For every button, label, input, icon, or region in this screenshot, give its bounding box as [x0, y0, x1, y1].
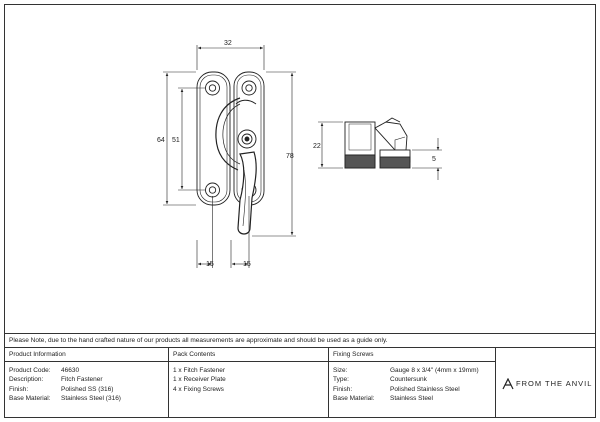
pack-item: 1 x Receiver Plate	[173, 376, 226, 384]
product-information-panel: Product Information Product Code:46630 D…	[5, 347, 169, 418]
panel-title: Fixing Screws	[329, 348, 495, 362]
screw-row: Type:Countersunk	[333, 376, 427, 384]
brand-name: FROM THE ANVIL	[516, 379, 593, 388]
lever-handle	[237, 151, 257, 235]
dimension-labels: 32 64 51 78 15 15 22 5	[157, 40, 436, 268]
fastener-front-view	[196, 71, 265, 235]
anvil-a-logo-icon	[502, 378, 514, 390]
screw-hole-top-right-icon	[241, 80, 257, 96]
dim-width-label: 32	[224, 40, 232, 47]
info-row: Finish:Polished SS (316)	[9, 385, 114, 393]
cam-hook	[215, 97, 241, 171]
fixing-screws-panel: Fixing Screws Size:Gauge 8 x 3/4" (4mm x…	[329, 347, 496, 418]
dim-length-label: 78	[286, 153, 294, 160]
dim-side-small-label: 5	[432, 156, 436, 163]
brand-block: FROM THE ANVIL	[496, 347, 596, 418]
info-row: Description:Fitch Fastener	[9, 376, 103, 384]
panel-title: Product Information	[5, 348, 168, 362]
screw-row: Finish:Polished Stainless Steel	[333, 385, 460, 393]
drawing-sheet-border	[4, 4, 596, 418]
disclaimer-note: Please Note, due to the hand crafted nat…	[5, 333, 595, 347]
dim-height-inner-label: 51	[172, 137, 180, 144]
dimension-lines	[163, 45, 442, 268]
pack-item: 1 x Fitch Fastener	[173, 367, 226, 374]
fastener-side-view	[344, 117, 411, 169]
pack-item: 4 x Fixing Screws	[173, 385, 224, 393]
dim-left-offset-label: 15	[206, 261, 214, 268]
screw-hole-bottom-left-icon	[205, 182, 220, 198]
pack-contents-panel: Pack Contents 1 x Fitch Fastener 1 x Rec…	[169, 347, 329, 418]
keep-plate-outline	[196, 71, 231, 206]
screw-row: Size:Gauge 8 x 3/4" (4mm x 19mm)	[333, 367, 479, 374]
dim-side-height-label: 22	[313, 143, 321, 150]
dim-height-outer-label: 64	[157, 137, 165, 144]
info-row: Base Material:Stainless Steel (316)	[9, 394, 121, 402]
info-row: Product Code:46630	[9, 367, 80, 374]
dim-right-offset-label: 15	[243, 261, 251, 268]
screw-hole-top-left-icon	[205, 80, 220, 96]
screw-row: Base Material:Stainless Steel	[333, 394, 433, 402]
panel-title: Pack Contents	[169, 348, 328, 362]
